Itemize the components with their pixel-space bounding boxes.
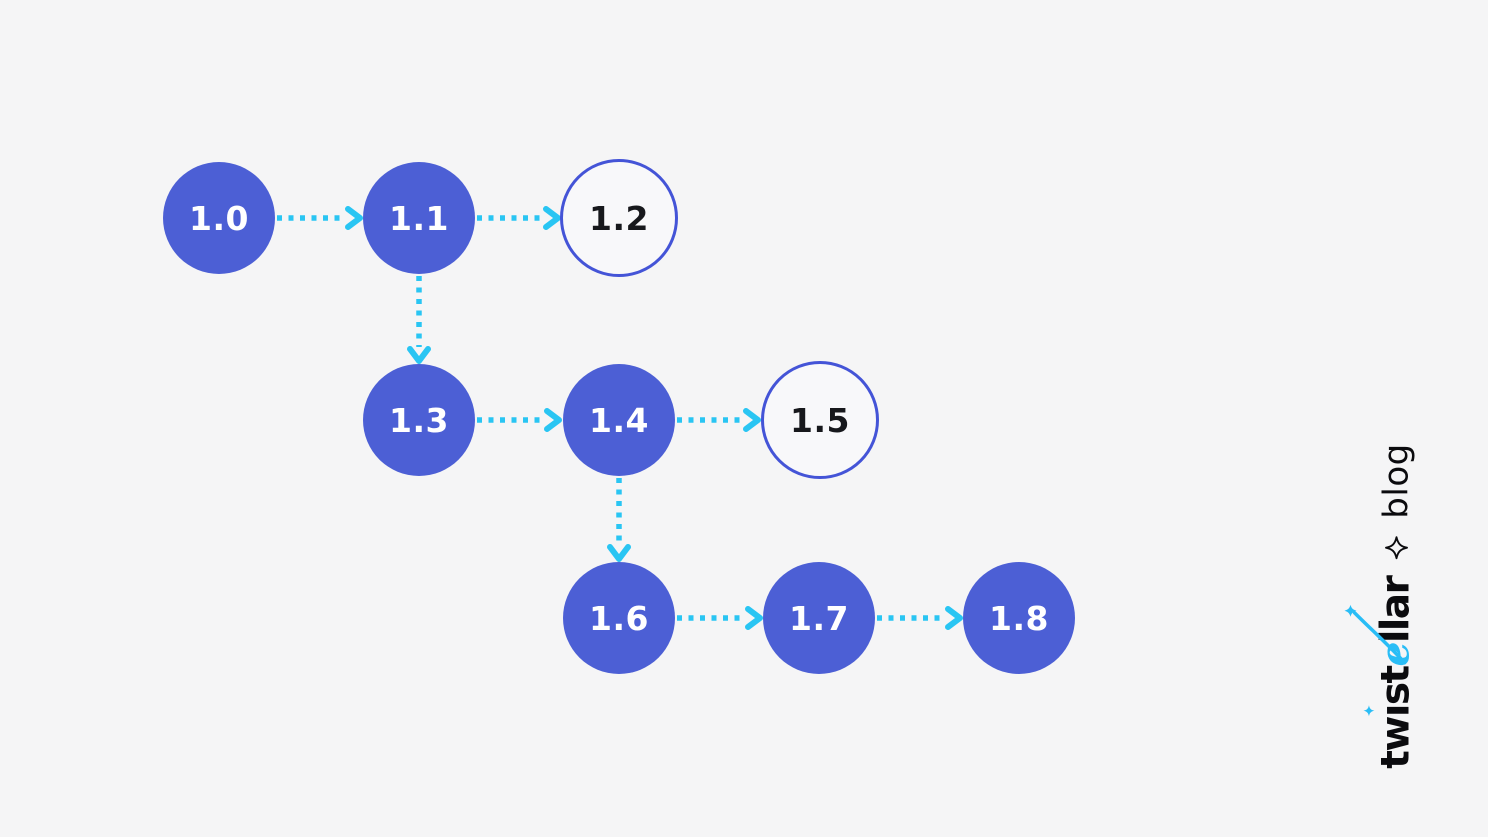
logo-blog-label: blog xyxy=(1376,443,1416,519)
node-1-4: 1.4 xyxy=(563,364,675,476)
node-1-5: 1.5 xyxy=(761,361,879,479)
node-label: 1.1 xyxy=(389,198,449,238)
node-label: 1.5 xyxy=(790,400,850,440)
brand-letter-e: e xyxy=(1344,604,1419,666)
node-label: 1.0 xyxy=(189,198,249,238)
brand-part-st: st xyxy=(1373,666,1419,706)
node-1-6: 1.6 xyxy=(563,562,675,674)
edge-1.1-1.2 xyxy=(477,206,561,230)
node-label: 1.8 xyxy=(989,598,1049,638)
edge-1.1-1.3 xyxy=(407,276,431,364)
edge-1.7-1.8 xyxy=(877,606,963,630)
node-label: 1.3 xyxy=(389,400,449,440)
brand-dotless-i: ı xyxy=(1363,705,1419,717)
node-1-8: 1.8 xyxy=(963,562,1075,674)
node-label: 1.7 xyxy=(789,598,849,638)
node-1-0: 1.0 xyxy=(163,162,275,274)
node-label: 1.6 xyxy=(589,598,649,638)
node-label: 1.4 xyxy=(589,400,649,440)
four-point-star-icon xyxy=(1384,536,1408,560)
brand-part-llar: llar xyxy=(1373,576,1419,643)
node-1-3: 1.3 xyxy=(363,364,475,476)
edge-1.0-1.1 xyxy=(277,206,363,230)
node-1-1: 1.1 xyxy=(363,162,475,274)
edge-1.4-1.5 xyxy=(677,408,761,432)
edge-1.6-1.7 xyxy=(677,606,763,630)
sparkle-icon xyxy=(1363,705,1375,717)
node-1-2: 1.2 xyxy=(560,159,678,277)
edge-1.4-1.6 xyxy=(607,478,631,562)
node-1-7: 1.7 xyxy=(763,562,875,674)
node-label: 1.2 xyxy=(589,198,649,238)
brand-part-tw: tw xyxy=(1373,717,1419,769)
edge-1.3-1.4 xyxy=(477,408,562,432)
